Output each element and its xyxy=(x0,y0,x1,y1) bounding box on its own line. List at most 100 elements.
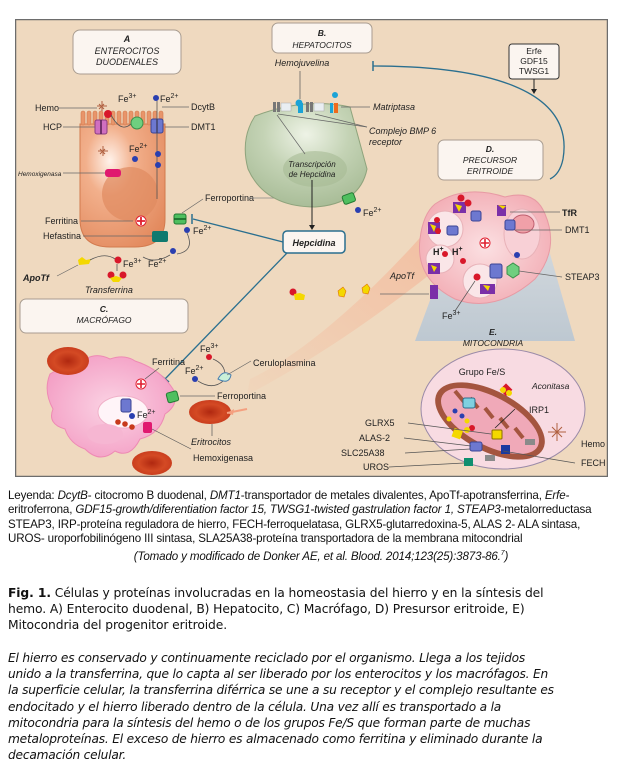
legend-line-3: STEAP3, IRP-proteína reguladora de hierr… xyxy=(8,517,581,531)
panel-a-title-2: DUODENALES xyxy=(96,57,158,67)
label-apotf-d: ApoTf xyxy=(389,271,416,281)
fe2-ion-icon xyxy=(192,376,198,382)
hemo-molecule-icon xyxy=(97,101,107,111)
panel-b-hepatocyte: B. HEPATOCITOS Hemojuvelina Matriptasa C… xyxy=(244,22,436,230)
inhibition-curve-hepatocyte xyxy=(372,65,565,180)
fe2-ion-icon xyxy=(129,413,135,419)
hemoxigenasa-enzyme-icon xyxy=(105,169,121,177)
label-irp1: IRP1 xyxy=(529,405,549,415)
transferrina-molecule-icon xyxy=(294,293,305,300)
hemo-molecule-icon xyxy=(548,423,566,441)
panel-c-title-box xyxy=(19,298,189,334)
legend-source: (Tomado y modificado de Donker AE, et al… xyxy=(8,547,634,564)
panel-d-title-box xyxy=(437,139,544,181)
paragraph-line: metaloproteínas. El exceso de hierro es … xyxy=(8,732,543,747)
panel-c-title: MACRÓFAGO xyxy=(76,315,131,325)
source-citation-end: ) xyxy=(504,549,509,563)
panel-a-title-box xyxy=(72,29,182,75)
legend-term: DMT1 xyxy=(209,489,241,502)
label-glrx5: GLRX5 xyxy=(365,418,395,428)
transferrina-molecule-icon xyxy=(110,276,122,282)
apotf-molecule-icon xyxy=(337,286,347,298)
steap3-enzyme-icon xyxy=(506,262,520,279)
panel-b-letter: B. xyxy=(318,28,327,38)
fe2-ion-icon xyxy=(355,207,361,213)
enterocyte-nucleus xyxy=(102,167,158,221)
label-fe3-a-out: Fe3+ xyxy=(123,258,142,269)
fe2-ion-icon xyxy=(155,151,161,157)
label-hefastina: Hefastina xyxy=(43,231,81,241)
matriptasa-icon xyxy=(334,103,338,113)
dmt1-transporter-icon xyxy=(504,219,516,231)
apotf-molecule-icon xyxy=(361,283,371,295)
caption-line-2: hemo. A) Enterocito duodenal, B) Hepatoc… xyxy=(8,602,525,617)
panel-d-title-1: PRECURSOR xyxy=(463,155,517,165)
figure-caption: Fig. 1. Células y proteínas involucradas… xyxy=(8,585,634,634)
glrx5-icon xyxy=(491,429,503,440)
fe2-ion-icon xyxy=(155,162,161,168)
caption-line-3: Mitocondria del progenitor eritroide. xyxy=(8,618,228,633)
label-transferrina: Transferrina xyxy=(85,285,133,295)
label-hemo-a: Hemo xyxy=(35,103,59,113)
legend-term: GDF15-growth/diferentiation factor 15, T… xyxy=(75,503,501,517)
fe2-ion-icon xyxy=(514,252,520,258)
label-h-plus-2: H+ xyxy=(452,246,463,257)
label-h-plus-1: H+ xyxy=(433,246,444,257)
label-gdf15: GDF15 xyxy=(520,56,548,66)
paragraph-line: endocitado y el hierro liberado dentro d… xyxy=(8,699,502,714)
label-hemo-e: Hemo xyxy=(581,439,605,449)
dcytb-enzyme-icon xyxy=(130,116,144,130)
apotf-molecule-icon xyxy=(78,257,91,265)
panel-e-title: MITOCONDRIA xyxy=(463,338,524,348)
panel-e-letter: E. xyxy=(489,327,497,337)
legend-text: - citocromo B duodenal, xyxy=(87,489,210,502)
caption-line-1: Células y proteínas involucradas en la h… xyxy=(50,586,544,600)
label-hcp: HCP xyxy=(43,122,62,132)
legend-term: DcytB xyxy=(57,489,88,502)
fe2-ion-icon xyxy=(132,156,138,162)
label-hepcidina: Hepcidina xyxy=(292,238,335,248)
panel-d-letter: D. xyxy=(486,144,495,154)
uros-enzyme-icon xyxy=(464,458,473,466)
paragraph-line: la superficie celular, la transferrina d… xyxy=(8,683,554,698)
label-dcytb: DcytB xyxy=(191,102,215,112)
label-fe3-a: Fe3+ xyxy=(118,93,137,104)
erythrocyte-icon xyxy=(47,347,89,375)
panel-c-letter: C. xyxy=(100,304,109,314)
label-transcripcion-2: de Hepcidina xyxy=(289,170,336,179)
paragraph-line: unido a la transferrina, que lo capta al… xyxy=(8,667,549,682)
label-fe2-c-in: Fe2+ xyxy=(137,409,156,420)
hemojuvelina-icon xyxy=(298,103,303,113)
slc25a38-transporter-icon xyxy=(469,441,483,452)
paragraph-line: mitocondria para la síntesis del hemo o … xyxy=(8,715,531,730)
erythrocyte-icon xyxy=(189,400,231,424)
tfr-receptor-icon xyxy=(497,205,506,216)
label-eritrocitos: Eritrocitos xyxy=(191,437,232,447)
label-ferroportina-c: Ferroportina xyxy=(217,391,266,401)
hepcidina-regulator: Hepcidina xyxy=(159,214,346,383)
legend-line-2: eritroferrona, GDF15-growth/diferentiati… xyxy=(8,503,634,517)
hefastina-enzyme-icon xyxy=(152,231,168,242)
source-citation: (Tomado y modificado de Donker AE, et al… xyxy=(133,549,501,563)
label-ferritina-c: Ferritina xyxy=(152,357,185,367)
legend-line-1: Leyenda: DcytB- citocromo B duodenal, DM… xyxy=(8,489,634,503)
dmt1-transporter-icon xyxy=(120,398,132,413)
source-reference-number: 7 xyxy=(500,549,505,557)
label-twsg1: TWSG1 xyxy=(519,66,549,76)
label-fe2-a-out2: Fe2+ xyxy=(148,258,167,269)
label-ferritina-a: Ferritina xyxy=(45,216,78,226)
label-transcripcion-1: Transcripción xyxy=(288,160,336,169)
fe2-ion-icon xyxy=(170,248,176,254)
panel-a-enterocyte: A ENTEROCITOS DUODENALES Hemo HCP Fe3+ xyxy=(18,29,305,295)
legend-text: eritroferrona, xyxy=(8,503,76,517)
label-aconitasa: Aconitasa xyxy=(531,381,570,391)
erythrocyte-icon xyxy=(132,451,172,475)
panel-b-title: HEPATOCITOS xyxy=(292,40,352,50)
label-tfr: TfR xyxy=(562,208,577,218)
hemoxigenasa-enzyme-icon xyxy=(143,422,152,433)
label-grupo-fes: Grupo Fe/S xyxy=(459,367,506,377)
panel-d-erythroid-precursor: D. PRECURSOR ERITROIDE H+ H+ TfR DMT1 xyxy=(289,139,600,321)
paragraph-line: decamación celular. xyxy=(8,748,127,763)
label-apotf-a: ApoTf xyxy=(22,273,50,283)
panel-d-title-2: ERITROIDE xyxy=(467,166,514,176)
